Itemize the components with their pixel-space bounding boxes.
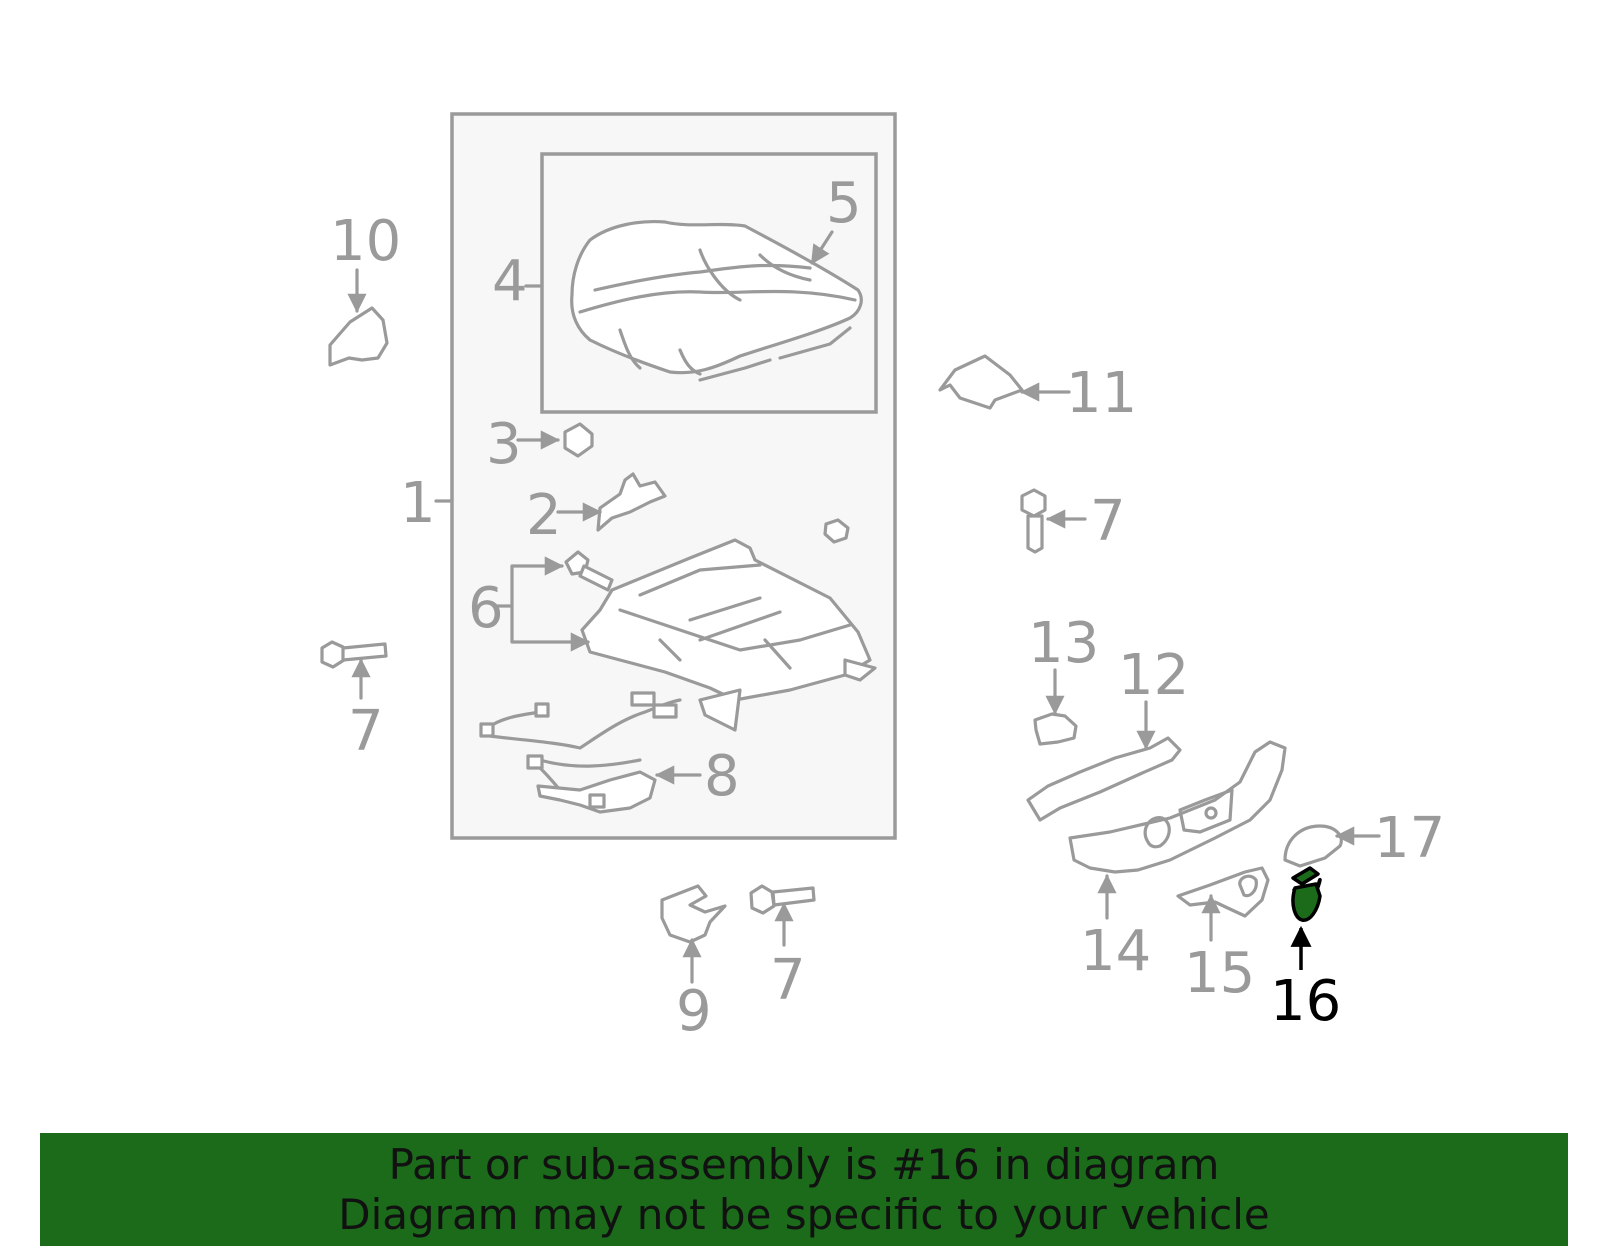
callout-labels: 1 2 3 4 5 6 7 7 7 7 8 9 10 11 12 13 14 1… bbox=[330, 171, 1445, 1044]
label-16-highlighted: 16 bbox=[1270, 969, 1341, 1034]
label-7-right: 7 bbox=[1090, 489, 1126, 554]
info-banner: Part or sub-assembly is #16 in diagram D… bbox=[40, 1133, 1568, 1246]
label-10: 10 bbox=[330, 209, 401, 274]
bolt-part-7-right bbox=[1020, 488, 1047, 554]
label-1: 1 bbox=[400, 471, 436, 536]
cap-part-13 bbox=[1033, 712, 1078, 746]
label-12: 12 bbox=[1118, 643, 1189, 708]
label-15: 15 bbox=[1184, 941, 1255, 1006]
label-17: 17 bbox=[1374, 806, 1445, 871]
clip-part-9 bbox=[660, 884, 727, 944]
nut-part-3 bbox=[563, 422, 594, 458]
trim-strip-part-12 bbox=[1026, 736, 1182, 822]
label-2: 2 bbox=[526, 483, 562, 548]
label-8: 8 bbox=[704, 744, 740, 809]
bolt-part-7-bottom bbox=[749, 884, 816, 915]
bolt-part-7-left bbox=[320, 640, 388, 669]
label-7-left: 7 bbox=[348, 699, 384, 764]
label-4: 4 bbox=[492, 249, 528, 314]
small-nut bbox=[823, 518, 850, 544]
label-5: 5 bbox=[826, 171, 862, 236]
bracket-part-10 bbox=[328, 306, 389, 367]
seat-cushion-part bbox=[570, 219, 863, 382]
label-9: 9 bbox=[676, 979, 712, 1044]
highlighted-part-16[interactable] bbox=[1291, 866, 1322, 922]
label-13: 13 bbox=[1028, 611, 1099, 676]
label-7-bottom: 7 bbox=[770, 948, 806, 1013]
bracket-part-11 bbox=[938, 354, 1024, 410]
label-11: 11 bbox=[1066, 361, 1137, 426]
side-cover-part-14 bbox=[1068, 740, 1287, 874]
label-6: 6 bbox=[468, 576, 504, 641]
bracket-part-2 bbox=[596, 472, 667, 532]
bolt-part-6 bbox=[564, 550, 614, 592]
banner-line-1: Part or sub-assembly is #16 in diagram bbox=[388, 1139, 1220, 1189]
leader-lines bbox=[347, 230, 1381, 984]
wiring-harness-part-8 bbox=[479, 691, 682, 814]
seat-track-frame bbox=[580, 538, 877, 732]
knob-cover-part-17 bbox=[1283, 824, 1343, 868]
label-14: 14 bbox=[1080, 919, 1151, 984]
label-3: 3 bbox=[486, 412, 522, 477]
banner-background bbox=[40, 1133, 1568, 1246]
handle-part-15 bbox=[1176, 866, 1270, 918]
banner-line-2: Diagram may not be specific to your vehi… bbox=[338, 1189, 1270, 1239]
